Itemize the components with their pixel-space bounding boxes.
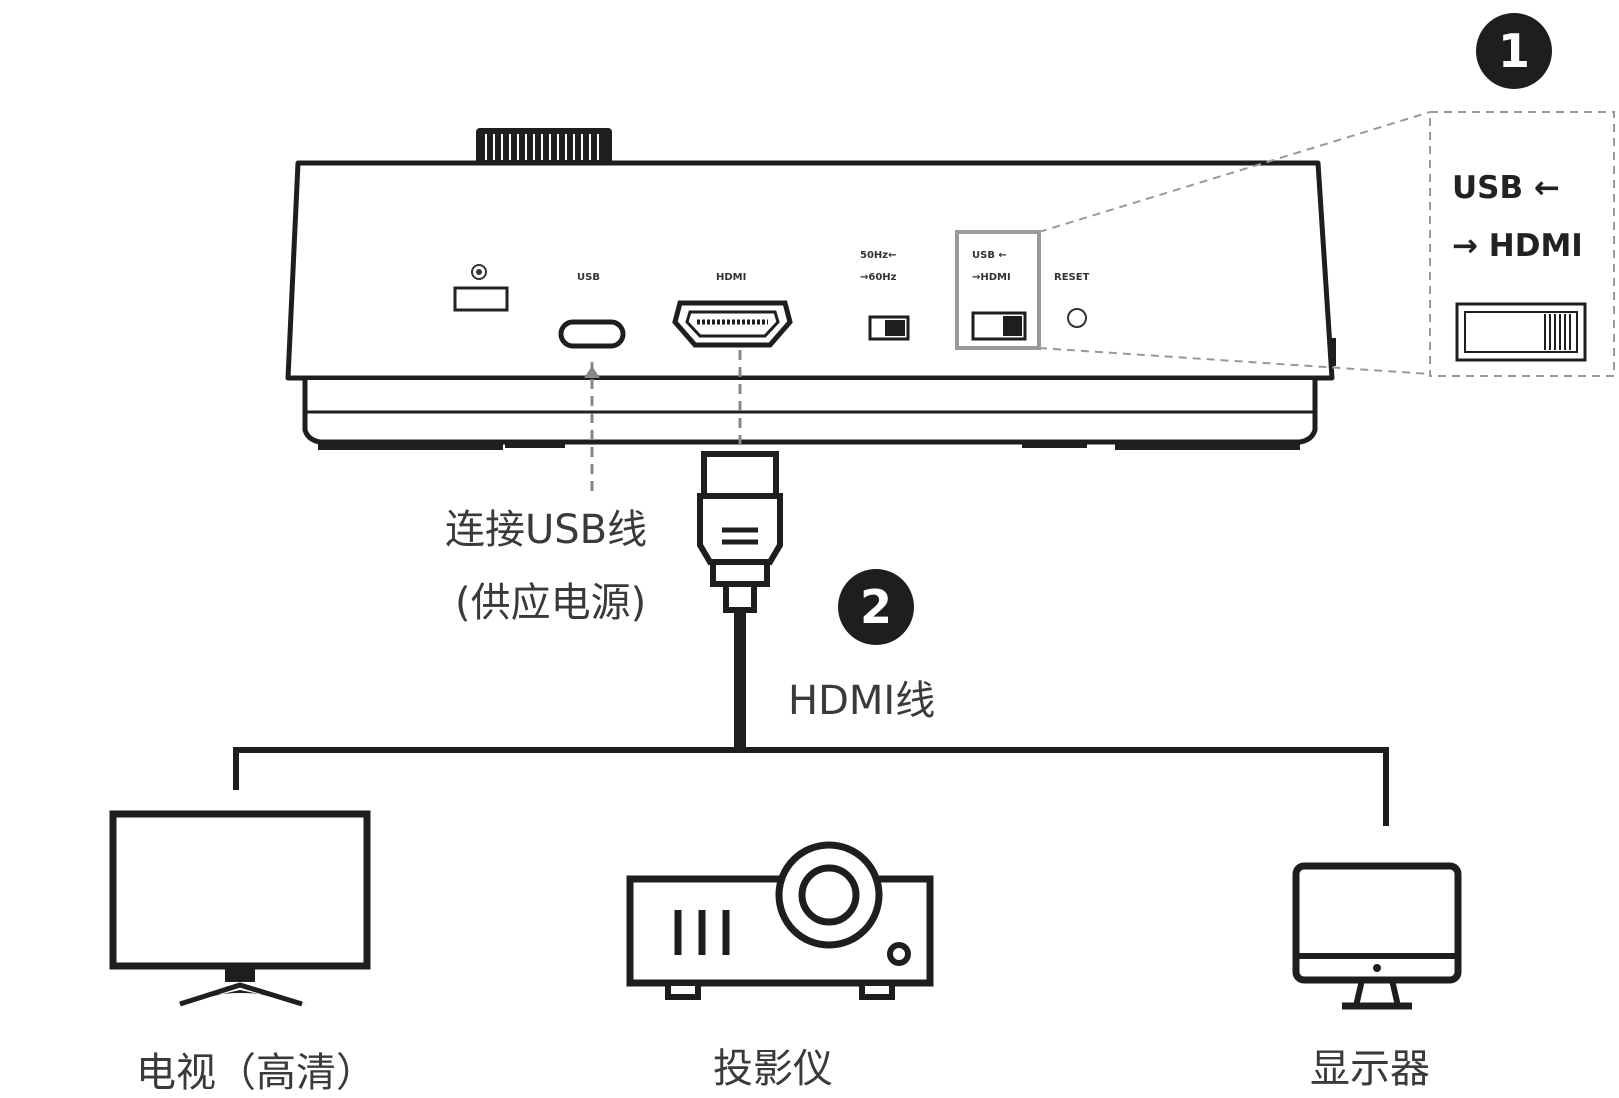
usb-cable-label: 连接USB线 [445, 507, 648, 553]
usb-cable [584, 362, 600, 492]
hdmi-port-label: HDMI [716, 272, 747, 283]
mode-switch-label-bottom: →HDMI [972, 272, 1011, 283]
refresh-rate-switch [868, 315, 910, 341]
zoom-label-usb: USB ← [1452, 170, 1560, 206]
callout-1-badge: 1 [1476, 13, 1552, 89]
hdmi-port [672, 300, 793, 348]
freq-switch-label-bottom: →60Hz [860, 272, 897, 283]
monitor-icon [1292, 862, 1462, 1010]
callout-2-badge: 2 [838, 569, 914, 645]
mode-switch [955, 230, 1041, 350]
tv-label: 电视（高清） [136, 1050, 376, 1096]
projector-icon [626, 841, 934, 1000]
monitor-label: 显示器 [1310, 1046, 1430, 1092]
projector-label: 投影仪 [713, 1046, 833, 1092]
capture-device [285, 160, 1336, 450]
freq-switch-label-top: 50Hz← [860, 250, 897, 261]
hdmi-cable-tree [233, 610, 1389, 826]
volume-knob [476, 128, 612, 164]
zoom-switch-icon [1455, 302, 1587, 362]
zoom-callout [1038, 111, 1615, 377]
usb-port-label: USB [577, 272, 600, 283]
zoom-label-hdmi: → HDMI [1452, 228, 1583, 264]
mode-switch-label-top: USB ← [972, 250, 1007, 261]
usb-cable-sublabel: (供应电源) [455, 580, 647, 626]
reset-hole [1067, 308, 1087, 328]
hdmi-plug [697, 350, 783, 613]
tv-icon [109, 810, 371, 1007]
usb-c-port [558, 319, 626, 349]
reset-label: RESET [1054, 272, 1090, 283]
hdmi-cable-label: HDMI线 [788, 678, 936, 724]
lock-slot-icon [453, 264, 509, 312]
